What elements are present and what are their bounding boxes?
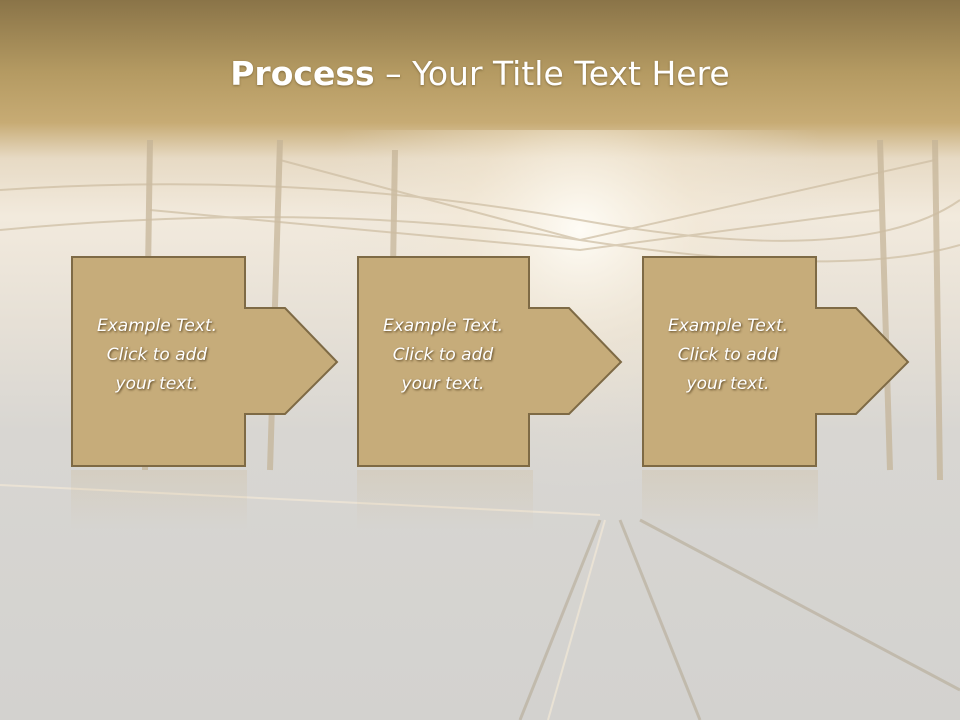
step-3-reflection [642,470,818,530]
step-3-text[interactable]: Example Text. Click to add your text. [667,316,789,394]
process-step-3[interactable]: Example Text. Click to add your text. [642,256,912,468]
process-step-1[interactable]: Example Text. Click to add your text. [71,256,341,468]
title-bold: Process [230,54,375,93]
step-2-reflection [357,470,533,530]
title-rest: – Your Title Text Here [374,54,730,93]
slide-title[interactable]: Process – Your Title Text Here [0,52,960,96]
process-step-2[interactable]: Example Text. Click to add your text. [357,256,627,468]
step-1-text[interactable]: Example Text. Click to add your text. [96,316,218,394]
step-2-arrow-box [357,256,623,467]
step-1-arrow-box [71,256,339,467]
step-1-reflection [71,470,247,530]
step-3-arrow-box [642,256,910,467]
step-2-text[interactable]: Example Text. Click to add your text. [382,316,504,394]
